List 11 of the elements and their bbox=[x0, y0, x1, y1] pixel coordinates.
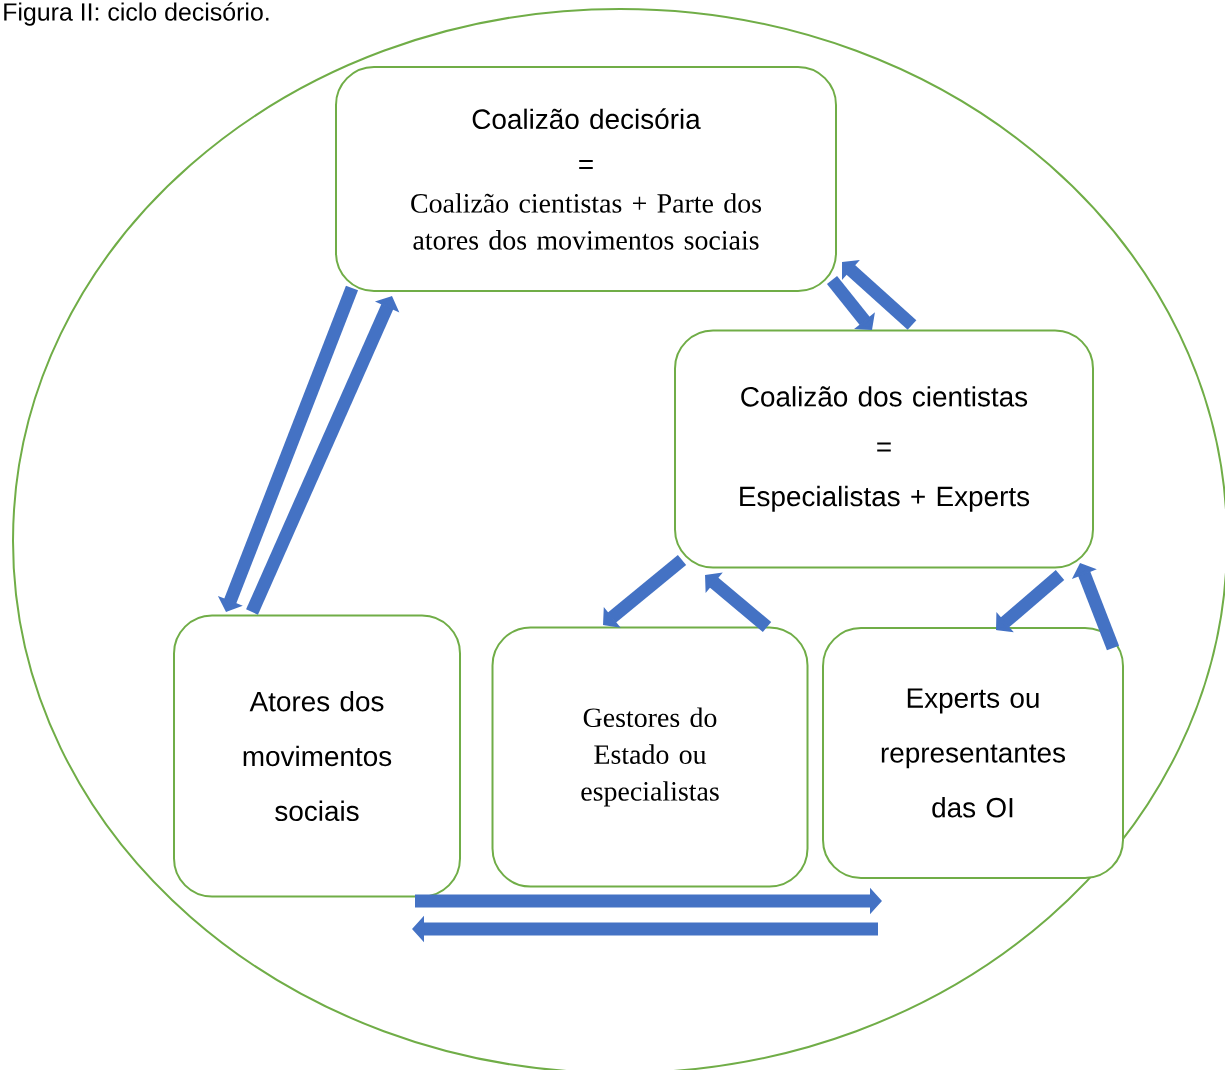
rounded-box: Coalizão dos cientistas = Especialistas + Experts bbox=[674, 329, 1094, 569]
rounded-box: Gestores do Estado ou especialistas bbox=[491, 626, 809, 888]
rounded-box: Experts ou representantes das OI bbox=[822, 627, 1124, 879]
block-arrow bbox=[996, 570, 1065, 633]
figure-title: Figura II: ciclo decisório. bbox=[4, 2, 269, 26]
block-arrow bbox=[603, 555, 687, 628]
block-arrow bbox=[826, 275, 875, 330]
block-arrow bbox=[842, 260, 917, 330]
block-arrow bbox=[1071, 563, 1120, 651]
rounded-box: Atores dos movimentos sociais bbox=[173, 614, 461, 898]
rounded-box: Coalizão decisória = Coalizão cientistas + Parte dos atores dos movimentos sociais bbox=[335, 66, 837, 292]
